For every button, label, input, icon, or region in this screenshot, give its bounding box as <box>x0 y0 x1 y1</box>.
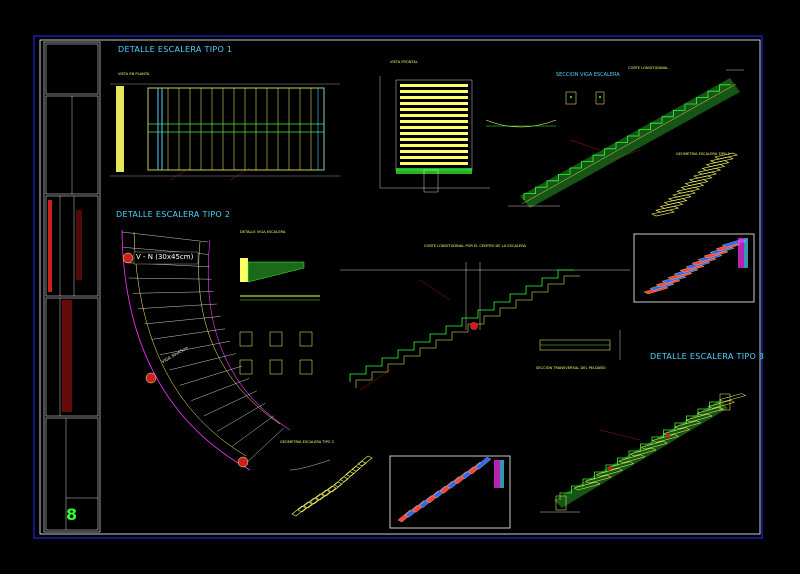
iso-step <box>693 171 717 179</box>
iso-step <box>651 209 675 217</box>
front-step <box>400 132 468 135</box>
curve-step <box>132 291 214 294</box>
front-step <box>400 108 468 111</box>
curve-step <box>121 231 209 243</box>
iso-step <box>684 179 709 186</box>
geo2-step <box>291 505 307 517</box>
iso-step <box>714 152 738 160</box>
front-step <box>400 102 468 105</box>
render-step <box>474 457 492 470</box>
tipo2-curved-plan[interactable] <box>121 229 291 471</box>
t3-tread <box>674 420 702 430</box>
front-step <box>400 90 468 93</box>
inner-frame <box>39 39 761 535</box>
curve-step <box>169 353 236 371</box>
geo2-step <box>309 493 325 505</box>
iso-step <box>672 190 696 198</box>
geo2-step <box>321 485 337 497</box>
curve-step <box>128 277 212 280</box>
front-step <box>400 144 468 147</box>
geo2-step <box>303 497 319 509</box>
render-preview-tipo2[interactable] <box>389 455 511 529</box>
curve-step <box>160 341 231 355</box>
front-step <box>400 162 468 165</box>
geo2-step <box>357 455 373 467</box>
t3-tread <box>618 454 646 464</box>
curve-step <box>191 378 250 401</box>
caption-geometria-tipo1: GEOMETRIA ESCALERA TIPO 1 <box>676 152 731 156</box>
geo2-step <box>315 489 331 501</box>
geo2-step <box>333 476 349 488</box>
iso-step <box>663 198 688 205</box>
curve-step <box>217 403 266 432</box>
t3-tread <box>707 400 736 409</box>
tipo1-geometry-isometric[interactable] <box>651 152 738 217</box>
front-step <box>400 156 468 159</box>
curve-step <box>179 365 243 386</box>
iso-step <box>701 164 726 171</box>
title-detalle-tipo1: DETALLE ESCALERA TIPO 1 <box>118 45 233 54</box>
t3-tread <box>718 393 747 402</box>
front-step <box>400 84 468 87</box>
caption-corte-longitudinal: CORTE LONGITUDINAL <box>628 66 669 70</box>
iso-step <box>667 194 692 202</box>
iso-step <box>680 183 705 190</box>
curve-step <box>144 316 221 325</box>
caption-geometria-tipo2: GEOMETRIA ESCALERA TIPO 2 <box>280 440 335 444</box>
tipo1-longitudinal-section[interactable] <box>508 69 744 208</box>
caption-detalle-viga: DETALLE VIGA ESCALERA <box>240 230 286 234</box>
label-vn-beam: V - N (30x45cm) <box>136 253 194 261</box>
t3-tread <box>595 468 624 477</box>
curve-step <box>138 303 217 309</box>
title-detalle-tipo2: DETALLE ESCALERA TIPO 2 <box>116 210 231 219</box>
front-step <box>400 138 468 141</box>
iso-step <box>705 160 730 167</box>
iso-step <box>709 156 734 164</box>
caption-seccion-transversal: SECCION TRANSVERSAL DEL PELDAÑO <box>536 366 606 370</box>
geo2-step <box>351 460 367 472</box>
curve-step <box>231 415 275 447</box>
curve-step <box>151 328 226 340</box>
t3-tread <box>662 427 691 436</box>
curve-step <box>247 427 284 463</box>
front-step <box>400 126 468 129</box>
title-detalle-tipo3: DETALLE ESCALERA TIPO 3 <box>650 352 765 361</box>
t3-tread <box>573 481 601 491</box>
iso-step <box>688 175 713 183</box>
front-step <box>400 96 468 99</box>
t3-tread <box>696 406 724 416</box>
tipo2-beam-detail[interactable] <box>239 258 320 375</box>
caption-vista-planta: VISTA EN PLANTA <box>118 72 150 76</box>
annotation-leaders <box>169 139 641 441</box>
geo2-step <box>327 481 343 493</box>
title-block <box>43 41 101 533</box>
caption-vista-frontal: VISTA FRONTAL <box>390 60 418 64</box>
iso-step <box>697 167 722 175</box>
geo2-step <box>297 501 313 513</box>
front-step <box>400 114 468 117</box>
tipo1-frontal-view[interactable] <box>379 76 557 193</box>
tipo3-section[interactable] <box>540 393 747 513</box>
geo2-step <box>339 471 355 482</box>
tipo2-center-section[interactable] <box>340 262 630 388</box>
front-step <box>400 120 468 123</box>
t3-tread <box>629 447 657 457</box>
curve-step <box>203 390 257 417</box>
tipo1-plan-view[interactable] <box>110 83 340 177</box>
t3-tread <box>685 413 713 423</box>
t3-tread <box>584 474 612 484</box>
tipo2-geometry-isometric[interactable] <box>289 455 373 517</box>
iso-step <box>676 186 701 194</box>
render-preview-tipo1[interactable] <box>633 233 755 303</box>
t3-tread <box>640 440 668 450</box>
sheet-number: 8 <box>66 505 78 524</box>
caption-seccion-viga: SECCION VIGA ESCALERA <box>556 72 620 78</box>
geo2-step <box>345 466 361 477</box>
front-step <box>400 150 468 153</box>
caption-corte-centro: CORTE LONGITUDINAL POR EL CENTRO DE LA E… <box>424 244 527 248</box>
outer-frame <box>33 35 763 539</box>
iso-step <box>659 202 684 209</box>
iso-step <box>655 205 680 213</box>
